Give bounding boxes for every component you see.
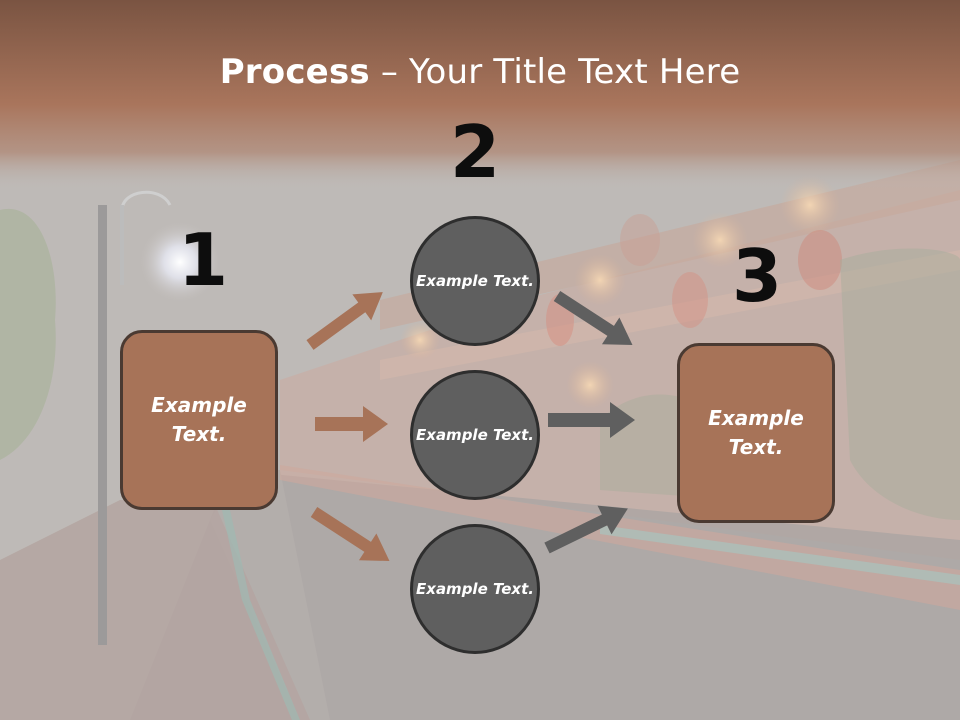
step-3-box[interactable]: Example Text. bbox=[677, 343, 835, 523]
step-1-number: 1 bbox=[178, 218, 229, 302]
step-2-circle-bottom[interactable]: Example Text. bbox=[410, 524, 540, 654]
arrow-to-top-circle bbox=[306, 292, 383, 350]
arrow-to-middle-circle bbox=[315, 406, 388, 442]
step-2-circle-middle[interactable]: Example Text. bbox=[410, 370, 540, 500]
step-1-box[interactable]: Example Text. bbox=[120, 330, 278, 510]
arrow-to-bottom-circle bbox=[310, 506, 390, 562]
circle-middle-text: Example Text. bbox=[416, 425, 534, 444]
arrow-from-middle-circle bbox=[548, 402, 635, 438]
step-3-text: Example Text. bbox=[708, 406, 804, 459]
arrow-from-bottom-circle bbox=[544, 505, 628, 554]
title-rest: – Your Title Text Here bbox=[369, 52, 741, 92]
slide-title: Process – Your Title Text Here bbox=[0, 52, 960, 92]
arrow-from-top-circle bbox=[553, 290, 633, 346]
step-2-number: 2 bbox=[450, 110, 501, 194]
circle-bottom-text: Example Text. bbox=[416, 579, 534, 598]
circle-top-text: Example Text. bbox=[416, 271, 534, 290]
step-2-circle-top[interactable]: Example Text. bbox=[410, 216, 540, 346]
step-1-text: Example Text. bbox=[151, 393, 247, 446]
step-3-number: 3 bbox=[732, 234, 783, 318]
title-bold: Process bbox=[219, 52, 370, 92]
